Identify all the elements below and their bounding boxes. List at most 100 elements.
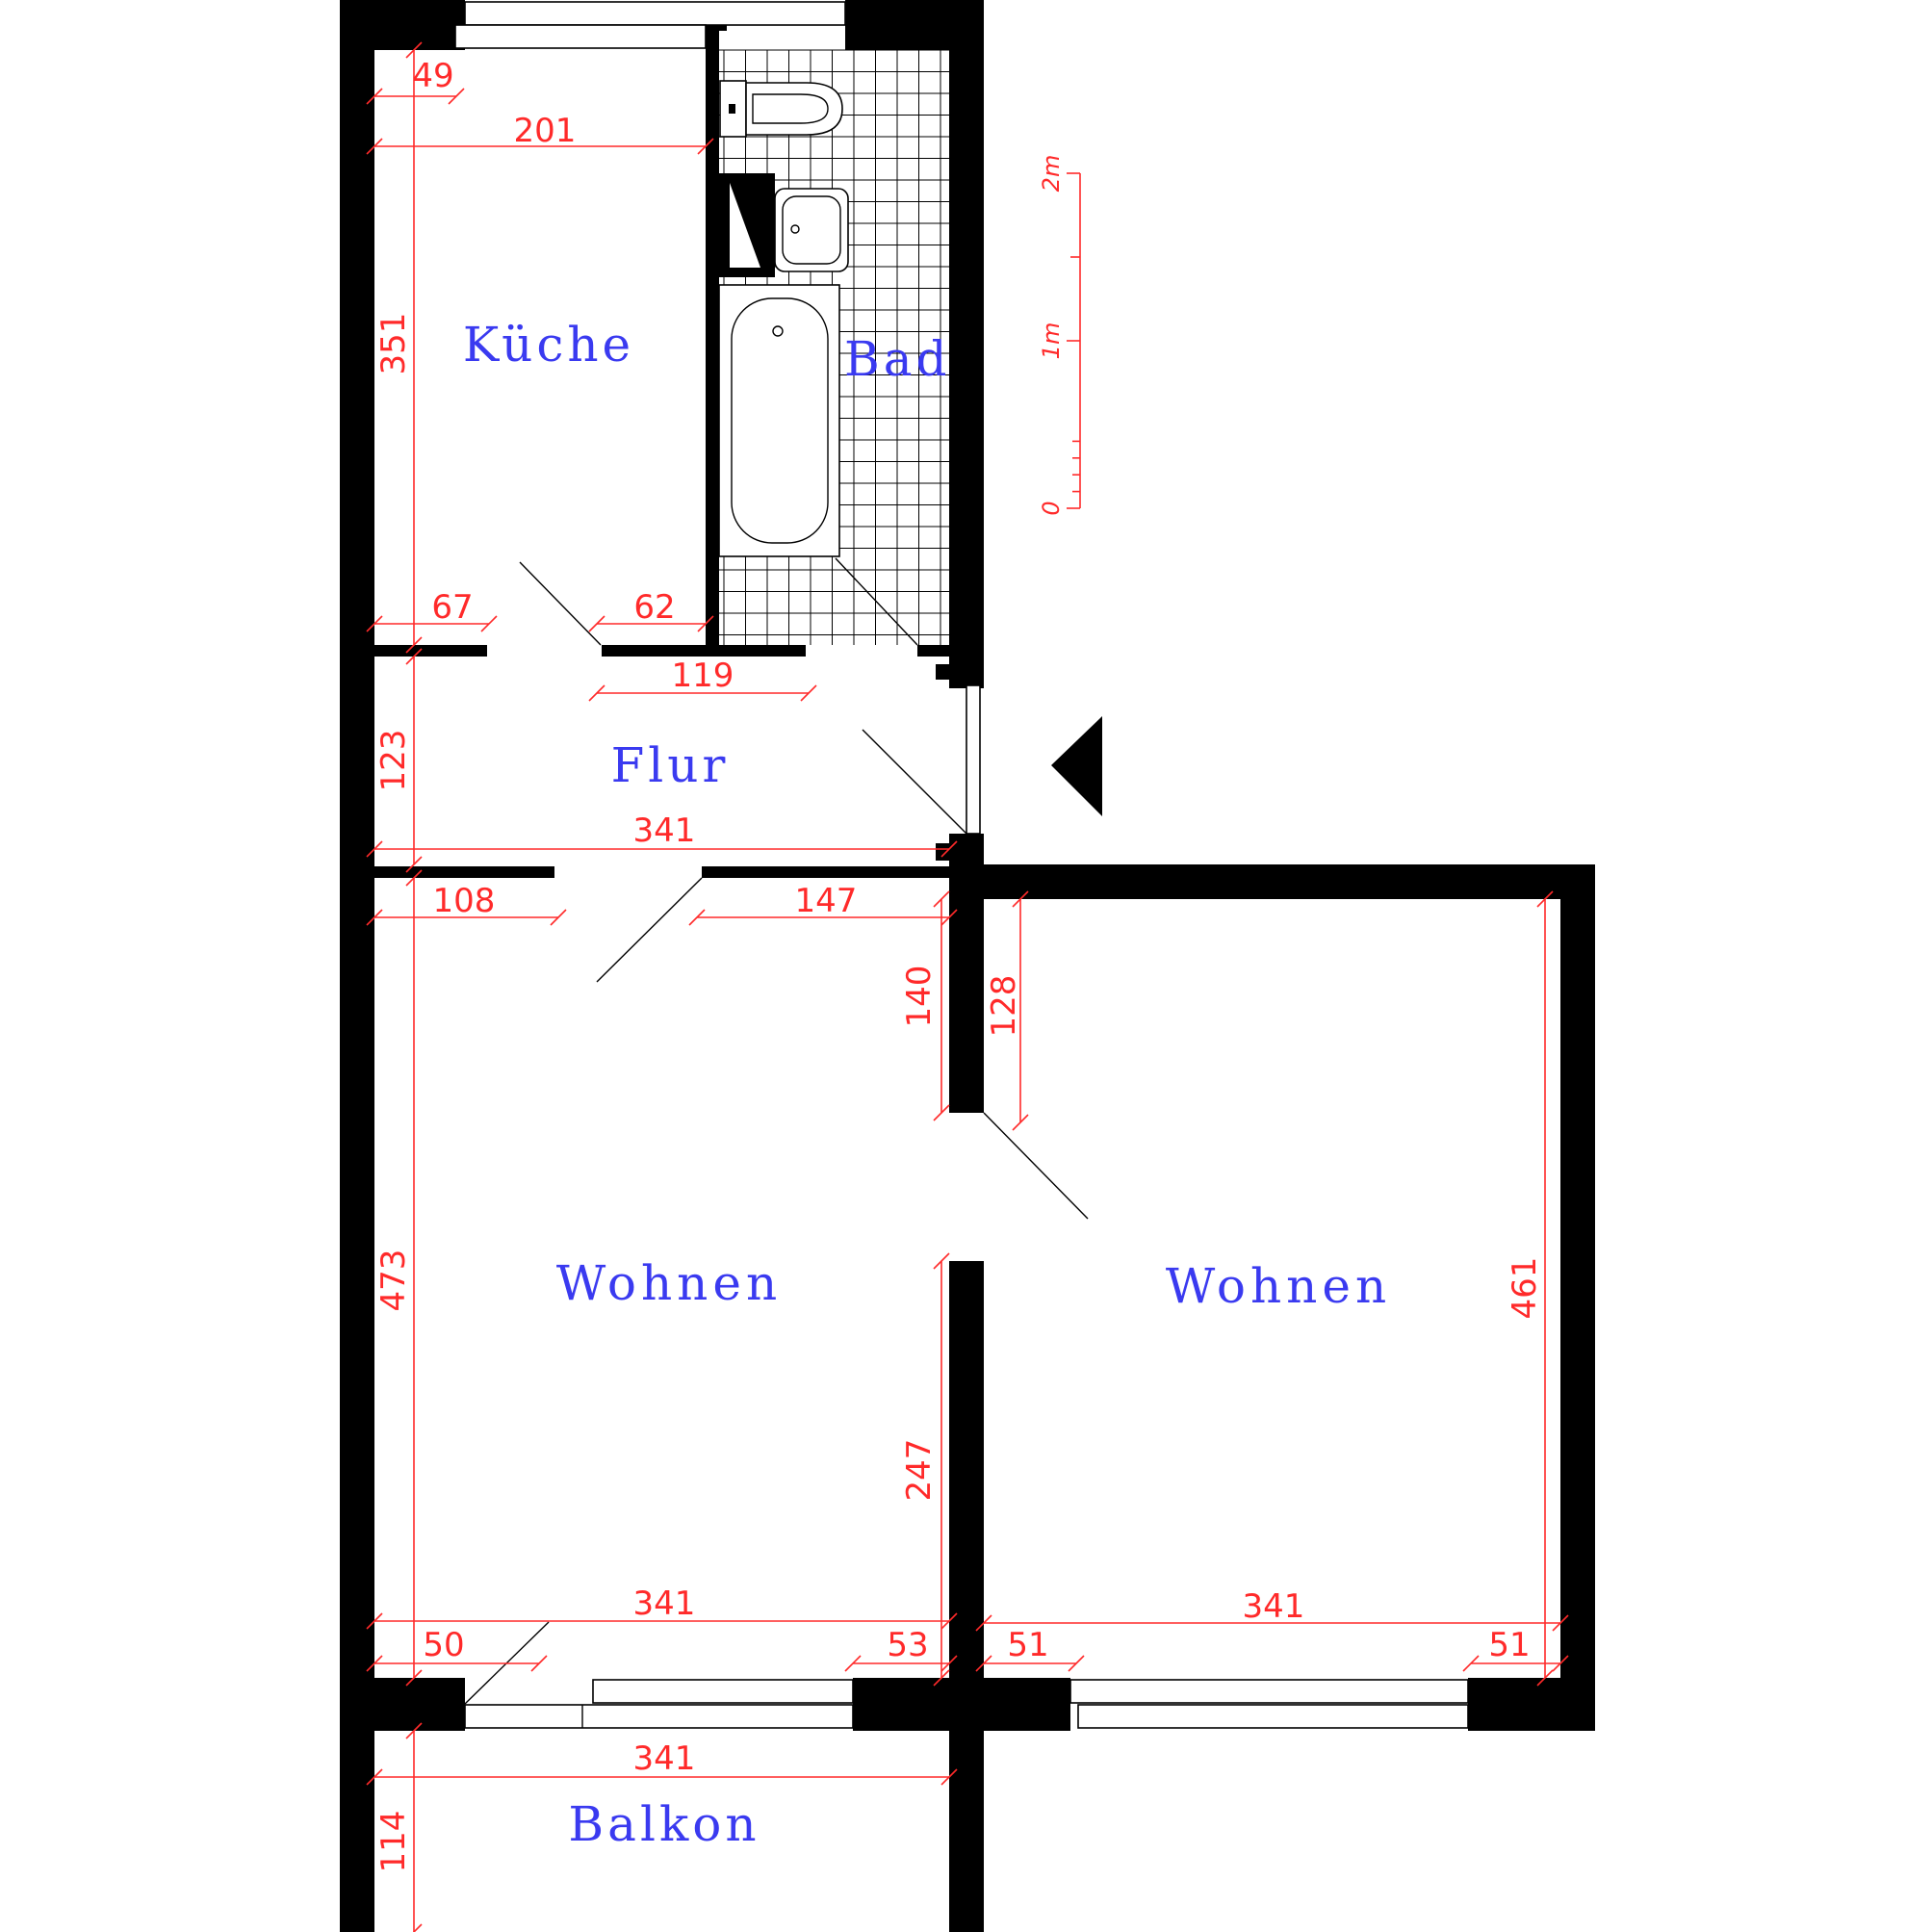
scale-bar — [1067, 172, 1081, 509]
dim-w1-win-left: 50 — [423, 1626, 464, 1664]
dimension-labels: 49 201 67 62 119 341 108 147 341 50 53 3… — [374, 57, 1544, 1872]
scale-label-0: 0 — [1038, 501, 1065, 515]
wall-kitchen-flur-a — [374, 645, 487, 657]
door-bath — [835, 557, 918, 646]
dimension-tick — [405, 1669, 423, 1687]
dimension-tick — [1552, 1614, 1569, 1632]
window-kitchen — [454, 1, 846, 49]
room-labels: Küche Bad Flur Wohnen Wohnen Balkon — [463, 317, 1391, 1852]
doors — [464, 557, 1089, 1705]
dimension-tick — [405, 41, 423, 59]
dimension-tick — [933, 890, 950, 908]
scale-label-1m: 1m — [1038, 322, 1065, 360]
dim-w2-width: 341 — [1243, 1587, 1305, 1626]
dimension-tick — [940, 1768, 958, 1786]
dimension-tick — [1552, 1655, 1569, 1672]
dim-b-width: 341 — [633, 1739, 696, 1778]
dimension-tick — [448, 88, 465, 105]
room-label-balkon: Balkon — [568, 1796, 760, 1852]
wall-living-partition-upper — [949, 864, 984, 1113]
dimension-tick — [697, 138, 714, 155]
door-entrance — [862, 729, 967, 835]
dimension-tick — [940, 1655, 958, 1672]
dimension-tick — [588, 615, 605, 632]
wall-bottom-w1-left — [340, 1678, 465, 1731]
toilet-icon — [719, 80, 843, 138]
dimension-tick — [688, 909, 706, 926]
dimension-tick — [940, 1612, 958, 1630]
window-wohnen-2 — [1069, 1679, 1469, 1729]
entrance-arrow-icon — [1051, 716, 1102, 816]
scale-labels: 0 1m 2m — [1038, 155, 1065, 516]
dim-w1-width: 341 — [633, 1584, 696, 1623]
room-label-bad: Bad — [844, 331, 951, 387]
dimension-tick — [366, 909, 383, 926]
wall-outer-right-upper — [949, 0, 984, 688]
wall-top-right — [845, 0, 984, 50]
door-kitchen — [519, 561, 602, 646]
dimension-tick — [550, 909, 567, 926]
room-label-kueche: Küche — [463, 317, 634, 373]
dim-w1-door-left: 108 — [433, 882, 496, 920]
dim-w1-door-right: 147 — [795, 882, 858, 920]
dim-bad-door: 119 — [672, 657, 734, 695]
wall-flur-living-a — [374, 866, 554, 878]
dimension-tick — [480, 615, 498, 632]
dimension-tick — [412, 1923, 423, 1932]
room-label-wohnen-2: Wohnen — [1166, 1258, 1391, 1314]
dimension-tick — [366, 615, 383, 632]
dimension-tick — [405, 1722, 423, 1739]
scale-label-2m: 2m — [1038, 155, 1065, 193]
wall-bottom-w1-right — [853, 1678, 984, 1731]
dimension-tick — [1068, 1655, 1085, 1672]
dimension-tick — [366, 840, 383, 858]
dim-w2-win-left: 51 — [1007, 1626, 1048, 1664]
dimension-tick — [933, 1104, 950, 1121]
wall-top-left — [340, 0, 465, 50]
shaft-icon-diagonal — [730, 183, 760, 268]
dimension-tick — [588, 684, 605, 702]
dimension-tick — [975, 1614, 992, 1632]
bathtub-icon — [718, 284, 840, 557]
dimension-tick — [697, 615, 714, 632]
wall-w2-right — [1560, 864, 1595, 1731]
door-wohnen-2 — [983, 1112, 1089, 1220]
dimension-tick — [1012, 1114, 1029, 1131]
dimension-tick — [366, 1612, 383, 1630]
dimension-tick — [844, 1655, 862, 1672]
dimension-tick — [800, 684, 817, 702]
dimension-tick — [405, 648, 423, 665]
dimension-tick — [933, 1252, 950, 1270]
dimension-tick — [366, 88, 383, 105]
dim-w1-height: 473 — [374, 1249, 413, 1312]
dim-w1-lower-wall: 247 — [900, 1439, 939, 1502]
dim-w2-win-right: 51 — [1488, 1626, 1530, 1664]
dimension-tick — [366, 1768, 383, 1786]
dimension-tick — [366, 1655, 383, 1672]
dimension-tick — [1012, 890, 1029, 908]
dim-b-height: 114 — [374, 1811, 413, 1873]
dimension-tick — [530, 1655, 548, 1672]
wall-bath-stub — [917, 645, 949, 657]
wall-outer-left — [340, 0, 374, 1932]
dim-k-width: 201 — [514, 112, 577, 150]
dim-k-height: 351 — [374, 313, 413, 375]
dimension-tick — [933, 1669, 950, 1687]
wall-w2-top — [949, 864, 1594, 899]
window-entrance — [966, 684, 981, 835]
dimension-tick — [975, 1655, 992, 1672]
wall-kitchen-flur-b — [602, 645, 806, 657]
dim-w2-upper-wall: 128 — [985, 975, 1023, 1038]
dim-k-top: 49 — [412, 57, 453, 95]
dimension-tick — [1462, 1655, 1480, 1672]
dimension-tick — [405, 636, 423, 654]
dim-w2-height: 461 — [1506, 1257, 1544, 1320]
dimension-tick — [405, 856, 423, 873]
dimension-tick — [1536, 1669, 1554, 1687]
room-label-flur: Flur — [611, 737, 730, 793]
window-wohnen-1 — [464, 1679, 854, 1729]
wall-entrance-jamb-top — [949, 664, 984, 683]
windows — [454, 1, 1469, 1729]
sink-icon — [774, 188, 849, 272]
